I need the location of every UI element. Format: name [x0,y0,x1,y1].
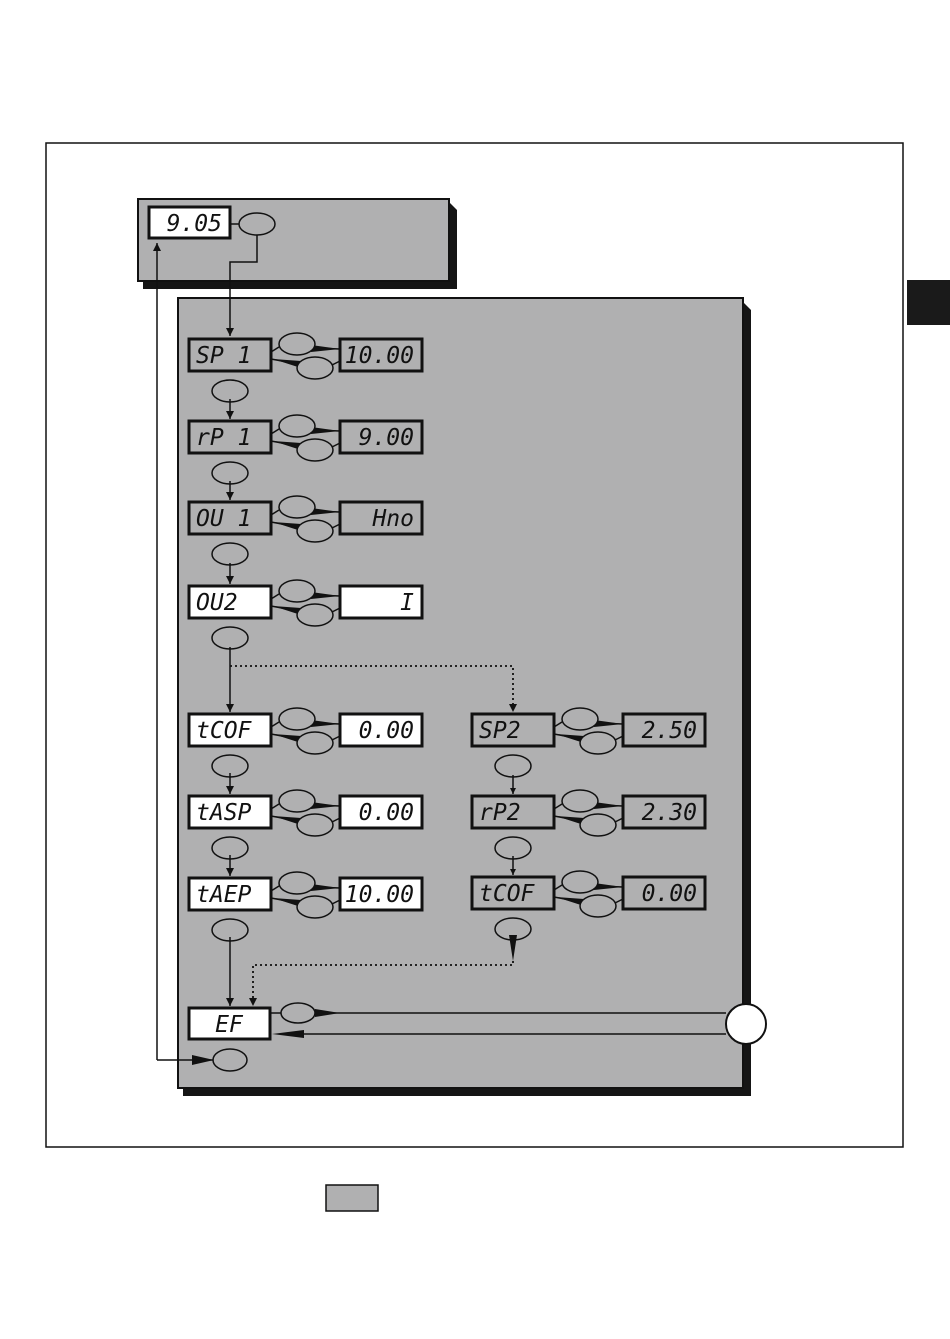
set-button-down-icon-tcof2[interactable] [580,895,616,917]
top-display-value: 9.05 [167,211,222,237]
param-value-taep: 10.00 [345,882,414,908]
main-panel [178,298,751,1096]
param-label-sp2: SP2 [479,718,521,744]
legend-swatch [326,1185,378,1211]
mode-button-icon-ou2[interactable] [212,627,248,649]
set-button-up-icon-ou1[interactable] [279,496,315,518]
set-button-up-icon-ou2[interactable] [279,580,315,602]
param-value-sp2: 2.50 [642,718,697,744]
set-button-down-icon-tcof[interactable] [297,732,333,754]
param-value-sp1: 10.00 [345,343,414,369]
param-value-tasp: 0.00 [359,800,414,826]
set-button-up-icon-sp2[interactable] [562,708,598,730]
mode-button-icon-rp1[interactable] [212,462,248,484]
set-button-down-icon-taep[interactable] [297,896,333,918]
set-button-down-icon-rp1[interactable] [297,439,333,461]
param-label-sp1: SP 1 [196,343,251,369]
param-label-rp1: rP 1 [196,425,251,451]
param-value-tcof: 0.00 [359,718,414,744]
set-button-down-icon-ou2[interactable] [297,604,333,626]
top-mode-button-icon[interactable] [239,213,275,235]
param-label-tcof: tCOF [196,718,253,744]
ef-display: EF [189,1008,270,1039]
top-display: 9.05 [149,207,230,238]
set-button-up-icon-rp1[interactable] [279,415,315,437]
set-button-down-icon-ou1[interactable] [297,520,333,542]
mode-button-icon-sp2[interactable] [495,755,531,777]
param-label-rp2: rP2 [479,800,521,826]
set-button-up-icon-taep[interactable] [279,872,315,894]
set-button-up-icon-tcof[interactable] [279,708,315,730]
param-label-ou1: OU 1 [196,506,251,532]
set-button-down-icon-sp2[interactable] [580,732,616,754]
mode-button-icon-ou1[interactable] [212,543,248,565]
param-label-tcof2: tCOF [479,881,536,907]
mode-button-icon-rp2[interactable] [495,837,531,859]
mode-button-icon-sp1[interactable] [212,380,248,402]
param-label-ou2: OU2 [196,590,238,616]
param-label-taep: tAEP [196,882,252,908]
param-value-rp1: 9.00 [359,425,414,451]
set-button-up-icon-sp1[interactable] [279,333,315,355]
ef-set-button-icon[interactable] [281,1003,315,1023]
param-value-ou1: Hno [371,506,414,532]
param-value-tcof2: 0.00 [642,881,697,907]
set-button-down-icon-sp1[interactable] [297,357,333,379]
param-label-tasp: tASP [196,800,252,826]
set-button-down-icon-rp2[interactable] [580,814,616,836]
param-value-ou2: I [400,590,414,616]
set-button-up-icon-tcof2[interactable] [562,871,598,893]
side-tab-marker [907,280,950,325]
ef-display-label: EF [215,1012,244,1038]
param-value-rp2: 2.30 [642,800,697,826]
set-button-up-icon-tasp[interactable] [279,790,315,812]
set-button-down-icon-tasp[interactable] [297,814,333,836]
set-button-up-icon-rp2[interactable] [562,790,598,812]
right-column: SP2 2.50 rP2 2.30 tCOF 0.00 [472,708,705,940]
round-set-button-icon[interactable] [726,1004,766,1044]
ef-mode-button-icon[interactable] [213,1049,247,1071]
